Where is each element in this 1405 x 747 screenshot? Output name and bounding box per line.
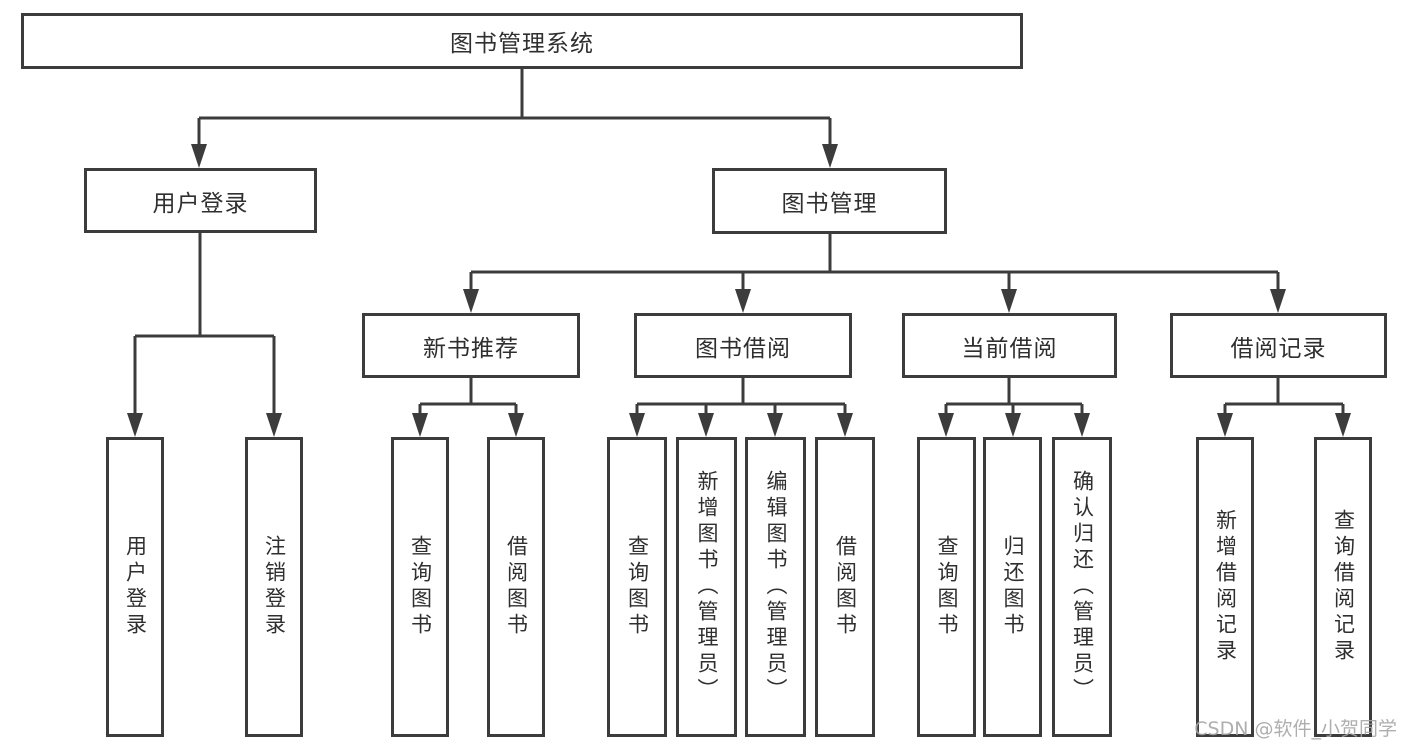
node-borrow-records-label: 借阅记录: [1230, 335, 1327, 362]
leaf-logout-label: 注销登录: [262, 535, 287, 639]
leaf-add-books-admin-label: 新增图书（管理员）: [695, 470, 719, 704]
leaf-return-books: 归还图书: [983, 437, 1042, 737]
node-new-book-recommend: 新书推荐: [362, 313, 580, 378]
node-book-management: 图书管理: [712, 168, 947, 234]
node-user-login: 用户登录: [84, 168, 317, 233]
node-borrow-records: 借阅记录: [1170, 313, 1387, 378]
leaf-edit-books-admin: 编辑图书（管理员）: [745, 437, 806, 737]
leaf-user-login: 用户登录: [106, 437, 164, 737]
leaf-confirm-return-admin-label: 确认归还（管理员）: [1070, 470, 1095, 704]
node-root: 图书管理系统: [21, 13, 1023, 69]
leaf-add-books-admin: 新增图书（管理员）: [676, 437, 737, 737]
node-root-label: 图书管理系统: [450, 31, 594, 57]
leaf-recommend-query-books-label: 查询图书: [408, 535, 433, 639]
leaf-borrow-books-label: 借阅图书: [833, 535, 858, 639]
leaf-borrow-query-books: 查询图书: [607, 437, 667, 737]
leaf-current-query-books-label: 查询图书: [935, 535, 959, 639]
leaf-query-borrow-record-label: 查询借阅记录: [1331, 509, 1356, 665]
node-new-book-recommend-label: 新书推荐: [423, 335, 519, 362]
leaf-add-borrow-record: 新增借阅记录: [1196, 437, 1254, 737]
leaf-add-borrow-record-label: 新增借阅记录: [1213, 509, 1238, 665]
node-current-borrow-label: 当前借阅: [961, 335, 1058, 362]
leaf-edit-books-admin-label: 编辑图书（管理员）: [764, 470, 788, 704]
leaf-borrow-books: 借阅图书: [815, 437, 875, 737]
leaf-return-books-label: 归还图书: [1001, 535, 1025, 639]
leaf-recommend-borrow-books-label: 借阅图书: [504, 535, 529, 639]
node-user-login-label: 用户登录: [152, 190, 249, 217]
node-current-borrow: 当前借阅: [902, 313, 1117, 378]
leaf-user-login-label: 用户登录: [123, 535, 148, 639]
leaf-current-query-books: 查询图书: [917, 437, 976, 737]
leaf-confirm-return-admin: 确认归还（管理员）: [1052, 437, 1112, 737]
leaf-query-borrow-record: 查询借阅记录: [1314, 437, 1372, 737]
leaf-recommend-query-books: 查询图书: [391, 437, 449, 737]
connector-strokes: [133, 69, 1345, 415]
csdn-watermark: CSDN @软件_小贺同学: [1194, 718, 1397, 740]
leaf-borrow-query-books-label: 查询图书: [625, 535, 650, 639]
node-book-borrow-label: 图书借阅: [695, 335, 791, 362]
node-book-borrow: 图书借阅: [634, 313, 852, 378]
leaf-logout: 注销登录: [245, 437, 303, 737]
arrowhead-icons: [127, 144, 1351, 437]
leaf-recommend-borrow-books: 借阅图书: [487, 437, 545, 737]
node-book-management-label: 图书管理: [781, 191, 878, 217]
